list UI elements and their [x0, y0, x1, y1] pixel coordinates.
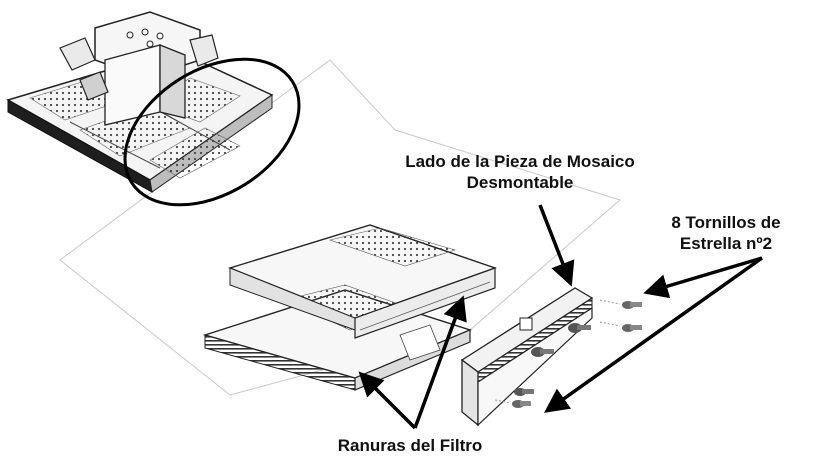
loose-screw — [599, 321, 642, 332]
plate-screw — [568, 323, 591, 333]
screws-label: 8 Tornillos de Estrella nº2 — [636, 212, 816, 254]
highlight-ellipse — [123, 57, 301, 207]
projection-outline — [59, 59, 622, 396]
screws-label-line1: 8 Tornillos de — [671, 213, 781, 232]
arrow-to-tile-side — [538, 204, 575, 287]
fixture-top — [6, 11, 274, 193]
arrow-to-upper-screw — [643, 256, 763, 299]
arrow-to-front-slot — [358, 371, 417, 430]
filter-slots-label-text: Ranuras del Filtro — [337, 436, 483, 455]
arrow-to-rear-slot — [413, 295, 467, 429]
tile-side-label: Lado de la Pieza de Mosaico Desmontable — [370, 151, 670, 193]
screws-label-line2: Estrella nº2 — [679, 234, 773, 253]
loose-screw — [599, 299, 642, 309]
plate-screw — [531, 347, 554, 357]
arrow-to-lower-screw — [544, 256, 764, 413]
filter-frame — [202, 224, 498, 391]
tile-side-label-line1: Lado de la Pieza de Mosaico — [405, 152, 635, 171]
plate-screw — [514, 388, 534, 396]
tile-side-plate — [460, 287, 594, 427]
loose-screw — [494, 399, 531, 408]
filter-slots-label: Ranuras del Filtro — [300, 435, 520, 456]
tile-side-label-line2: Desmontable — [466, 173, 574, 192]
